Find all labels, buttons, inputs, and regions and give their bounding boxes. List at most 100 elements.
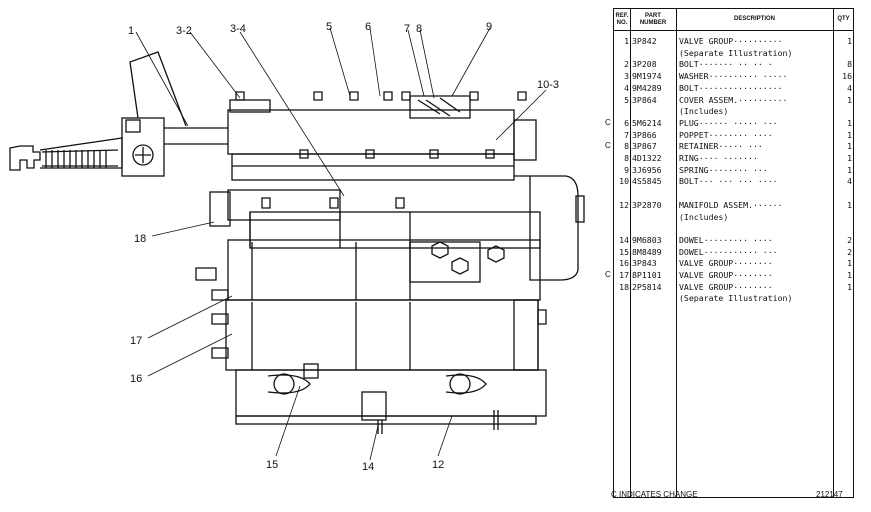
table-row [614,187,854,199]
callout-18: 18 [134,233,146,245]
part-number-cell: 3P843 [632,258,657,269]
description-cell: SPRING········ ··· [679,164,768,175]
callout-labels: 1 3-2 3-4 5 6 7 8 9 10-3 18 17 16 15 14 … [128,21,559,473]
ref-no-cell: 3 [624,71,629,82]
description-cell: BOLT······· ·· ·· · [679,59,773,70]
description-cell: BOLT··· ··· ··· ···· [679,176,778,187]
table-row: (Includes) [614,211,854,223]
ref-no-cell: 17 [619,270,629,280]
qty-cell: 1 [847,117,852,128]
change-indicator: C [605,270,611,279]
qty-cell: 1 [847,36,852,46]
qty-cell: 2 [847,234,852,245]
qty-cell: 1 [847,164,852,175]
qty-cell: 4 [847,82,852,93]
part-number-cell: 3P842 [632,36,657,46]
description-cell: RETAINER····· ··· [679,141,763,152]
description-cell: VALVE GROUP·········· [679,36,783,46]
callout-1: 1 [128,25,134,37]
description-cell: VALVE GROUP········ [679,258,773,269]
description-cell: COVER ASSEM.·········· [679,94,788,105]
qty-cell: 16 [842,71,852,82]
header-ref-no: REF. NO. [614,9,630,31]
part-number-cell: 8P1101 [632,270,662,280]
description-cell: (Separate Illustration) [679,293,793,304]
callout-5: 5 [326,21,332,33]
part-number-cell: 3P866 [632,129,657,140]
ref-no-cell: 8 [624,141,629,152]
leader-lines [135,27,547,461]
callout-7: 7 [404,23,410,35]
callout-17: 17 [130,335,142,347]
change-indicator: C [605,141,611,151]
part-number-cell: 9M6803 [632,234,662,245]
callout-15: 15 [266,459,278,471]
callout-6: 6 [365,21,371,33]
header-part-number: PART NUMBER [630,9,676,31]
part-number-cell: 9M1974 [632,71,662,82]
callout-3-2: 3-2 [176,25,192,37]
part-number-cell: 3P867 [632,141,657,152]
callout-10-3: 10-3 [537,79,559,91]
callout-9: 9 [486,21,492,33]
change-indicator-note: C INDICATES CHANGE [611,490,698,499]
ref-no-cell: 8 [624,153,629,163]
description-cell: VALVE GROUP········ [679,281,773,292]
description-cell: MANIFOLD ASSEM.······ [679,199,783,210]
illustration-code: 212147 [816,490,843,499]
description-cell: BOLT················· [679,82,783,93]
description-cell: WASHER·········· ····· [679,71,788,82]
ref-no-cell: 7 [624,129,629,140]
description-cell: (Includes) [679,211,729,222]
ref-no-cell: 15 [619,246,629,257]
ref-no-cell: 10 [619,176,629,187]
qty-cell: 1 [847,270,852,280]
description-cell: (Separate Illustration) [679,47,793,58]
qty-cell: 1 [847,153,852,163]
description-cell: (Includes) [679,106,729,117]
part-number-cell: 5M6214 [632,117,662,128]
part-number-cell: 2P5814 [632,281,662,292]
description-cell: DOWEL········· ···· [679,234,773,245]
part-number-cell: 3P2870 [632,199,662,210]
assembly-linework [9,51,585,434]
description-cell: POPPET········ ···· [679,129,773,140]
part-number-cell: 4S5845 [632,176,662,187]
qty-cell: 1 [847,281,852,292]
part-number-cell: 8M8489 [632,246,662,257]
ref-no-cell: 4 [624,82,629,93]
ref-no-cell: 14 [619,234,629,245]
table-row: (Includes) [614,105,854,117]
part-number-cell: 9M4289 [632,82,662,93]
header-qty: QTY [833,9,854,31]
table-row [614,222,854,234]
ref-no-cell: 6 [624,117,629,128]
description-cell: PLUG······ ····· ··· [679,117,778,128]
qty-cell: 1 [847,258,852,269]
ref-no-cell: 12 [619,199,629,210]
ref-no-cell: 2 [624,59,629,70]
qty-cell: 1 [847,199,852,210]
header-description: DESCRIPTION [676,9,833,31]
description-cell: VALVE GROUP········ [679,270,773,280]
qty-cell: 1 [847,129,852,140]
part-number-cell: 3P864 [632,94,657,105]
callout-16: 16 [130,373,142,385]
